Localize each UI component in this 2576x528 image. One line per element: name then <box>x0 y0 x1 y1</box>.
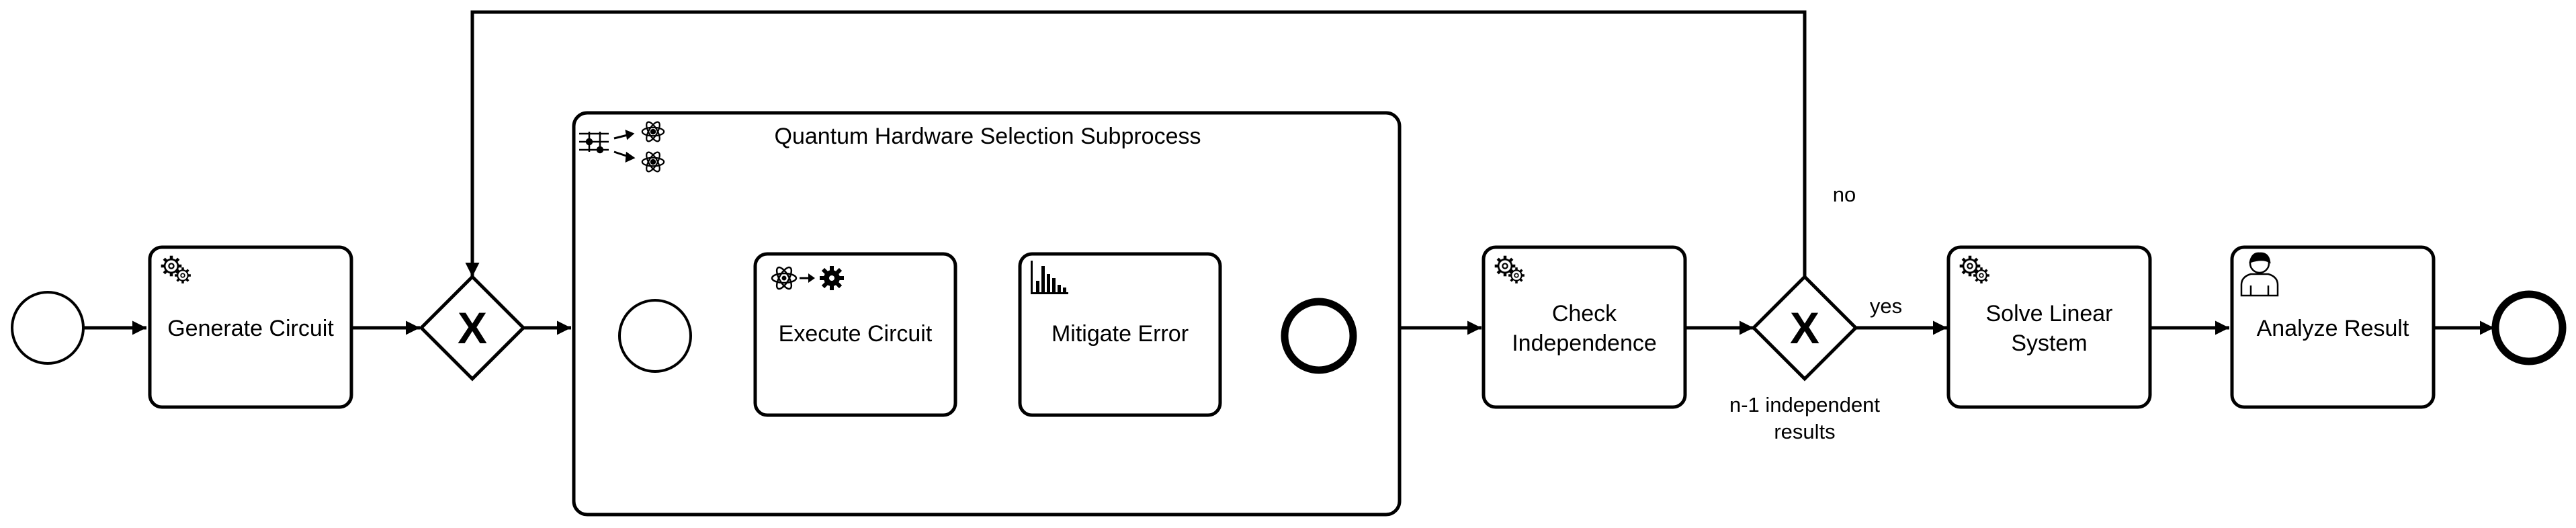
task-mitigate-error[interactable]: Mitigate Error <box>1018 252 1222 417</box>
task-label-line1: Check <box>1552 301 1617 326</box>
flow-label-no: no <box>1833 183 1856 206</box>
subprocess-quantum-hardware-selection[interactable]: Quantum Hardware Selection Subprocess <box>572 111 1402 517</box>
gateway-condition-line2: results <box>1774 420 1835 443</box>
exclusive-gateway-merge[interactable]: X <box>419 274 526 382</box>
task-label-line1: Solve Linear <box>1985 301 2112 326</box>
gateway-marker: X <box>458 303 487 353</box>
subprocess-start-event[interactable] <box>618 299 692 373</box>
subprocess-end-event[interactable] <box>1281 298 1357 374</box>
exclusive-gateway-decision[interactable]: X <box>1751 274 1858 382</box>
bar-chart-icon <box>1031 261 1068 294</box>
subprocess-title: Quantum Hardware Selection Subprocess <box>775 124 1201 149</box>
atom-gear-icon <box>771 264 844 292</box>
task-label: Execute Circuit <box>779 321 933 347</box>
task-check-independence[interactable]: Check Independence <box>1482 245 1687 409</box>
gateway-marker: X <box>1790 303 1819 353</box>
task-label: Analyze Result <box>2257 316 2409 341</box>
end-event[interactable] <box>2491 290 2567 365</box>
task-analyze-result[interactable]: Analyze Result <box>2230 245 2436 409</box>
gateway-condition-line1: n-1 independent <box>1729 393 1880 416</box>
task-execute-circuit[interactable]: Execute Circuit <box>753 252 957 417</box>
quantum-hardware-selection-icon <box>579 119 665 175</box>
task-label: Generate Circuit <box>167 316 334 341</box>
task-label-line2: System <box>2011 331 2087 356</box>
task-solve-linear-system[interactable]: Solve Linear System <box>1946 245 2152 409</box>
task-label-line2: Independence <box>1512 331 1657 356</box>
start-event[interactable] <box>11 291 85 365</box>
flow-decision-no-loop[interactable] <box>465 10 1807 277</box>
task-generate-circuit[interactable]: Generate Circuit <box>148 245 353 409</box>
task-label: Mitigate Error <box>1051 321 1189 347</box>
flow-label-yes: yes <box>1870 294 1902 318</box>
user-icon <box>2240 252 2279 297</box>
